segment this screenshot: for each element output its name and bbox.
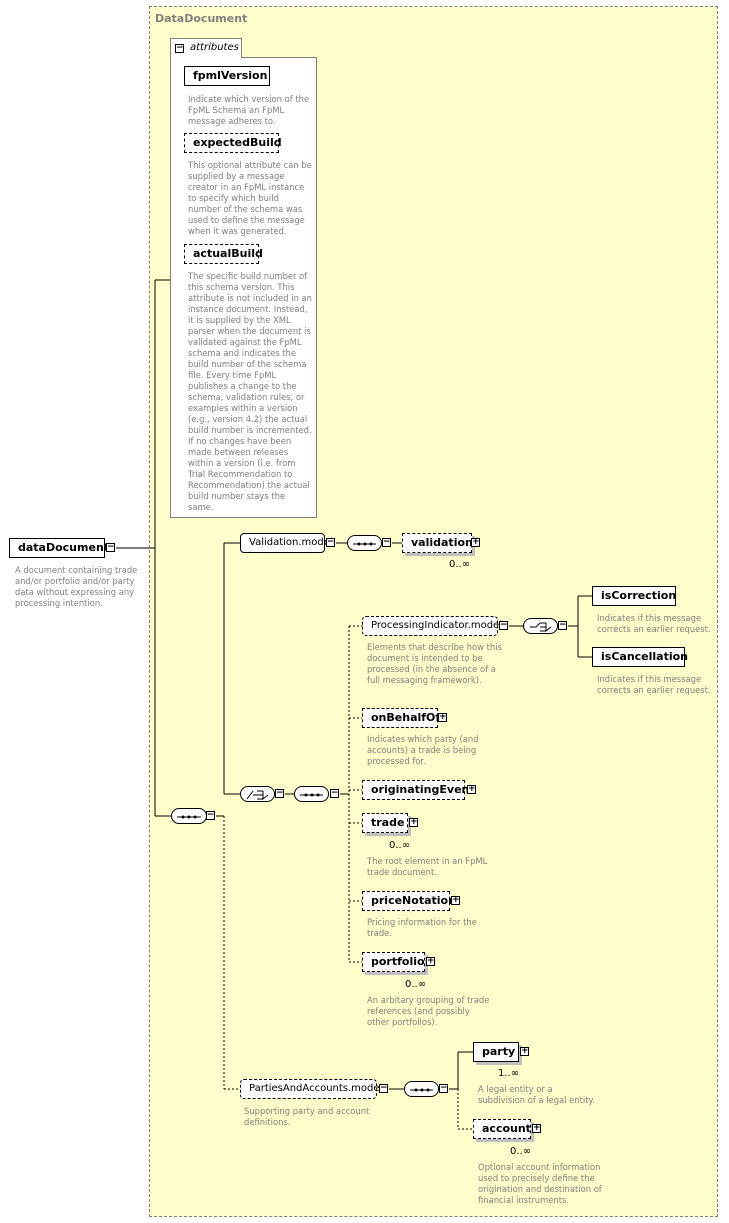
is-correction-doc: Indicates if this message corrects an ea… bbox=[597, 613, 711, 634]
sequence-compositor-icon[interactable] bbox=[171, 808, 207, 824]
expand-icon[interactable]: + bbox=[532, 1123, 541, 1133]
expand-icon[interactable]: + bbox=[426, 956, 435, 966]
attribute-expectedbuild[interactable]: expectedBuild bbox=[184, 133, 282, 153]
is-cancellation-doc: Indicates if this message corrects an ea… bbox=[597, 674, 711, 695]
parties-and-accounts-doc: Supporting party and account definitions… bbox=[244, 1106, 370, 1127]
trade-occurs: 0..∞ bbox=[389, 840, 411, 851]
is-correction-element[interactable]: isCorrection bbox=[592, 586, 676, 606]
collapse-icon[interactable]: − bbox=[382, 537, 391, 547]
collapse-icon[interactable]: − bbox=[106, 542, 115, 552]
party-element[interactable]: party bbox=[473, 1042, 519, 1062]
collapse-icon[interactable]: − bbox=[499, 620, 508, 630]
collapse-icon[interactable]: − bbox=[175, 43, 184, 53]
collapse-icon[interactable]: − bbox=[379, 1083, 388, 1093]
sequence-compositor-icon[interactable] bbox=[294, 786, 329, 802]
collapse-icon[interactable]: − bbox=[206, 810, 215, 820]
attribute-actualbuild-doc: The specific build number of this schema… bbox=[188, 271, 312, 512]
on-behalf-of-doc: Indicates which party (and accounts) a t… bbox=[367, 734, 479, 766]
collapse-icon[interactable]: − bbox=[558, 620, 567, 630]
attribute-expectedbuild-doc: This optional attribute can be supplied … bbox=[188, 160, 312, 236]
sequence-dots-icon bbox=[300, 793, 323, 797]
sequence-compositor-icon[interactable] bbox=[404, 1081, 439, 1097]
collapse-icon[interactable]: − bbox=[330, 788, 339, 798]
collapse-icon[interactable]: − bbox=[439, 1083, 448, 1093]
on-behalf-of-element[interactable]: onBehalfOf bbox=[362, 708, 440, 728]
attribute-fpmlversion[interactable]: fpmlVersion bbox=[184, 66, 270, 86]
sequence-dots-icon bbox=[353, 542, 376, 546]
validation-element[interactable]: validation bbox=[402, 533, 473, 553]
sequence-dots-icon bbox=[410, 1088, 433, 1092]
trade-element[interactable]: trade bbox=[362, 813, 408, 833]
root-element-doc: A document containing trade and/or portf… bbox=[15, 565, 138, 608]
attribute-fpmlversion-doc: Indicate which version of the FpML Schem… bbox=[188, 94, 310, 126]
choice-glyph-icon bbox=[246, 790, 269, 801]
originating-event-element[interactable]: originatingEvent bbox=[362, 780, 475, 800]
portfolio-doc: An arbitary grouping of trade references… bbox=[367, 995, 490, 1027]
sequence-compositor-icon[interactable] bbox=[347, 535, 382, 551]
is-cancellation-element[interactable]: isCancellation bbox=[592, 647, 688, 667]
validation-occurs: 0..∞ bbox=[449, 559, 471, 570]
choice-compositor-icon[interactable] bbox=[240, 786, 275, 802]
portfolio-occurs: 0..∞ bbox=[405, 979, 427, 990]
sequence-dots-icon bbox=[177, 815, 201, 819]
account-doc: Optional account information used to pre… bbox=[478, 1162, 602, 1205]
attribute-actualbuild[interactable]: actualBuild bbox=[184, 244, 263, 264]
price-notation-doc: Pricing information for the trade. bbox=[367, 917, 477, 938]
party-doc: A legal entity or a subdivision of a leg… bbox=[478, 1084, 595, 1105]
trade-doc: The root element in an FpML trade docume… bbox=[367, 856, 488, 877]
parties-and-accounts-model-group[interactable]: PartiesAndAccounts.model bbox=[240, 1079, 382, 1099]
party-occurs: 1..∞ bbox=[498, 1068, 520, 1079]
root-element-label: dataDocument bbox=[18, 541, 110, 554]
type-box-title: DataDocument bbox=[155, 12, 248, 25]
root-element-box[interactable]: dataDocument bbox=[9, 538, 109, 558]
attributes-tab-label: attributes bbox=[190, 42, 239, 53]
expand-icon[interactable]: + bbox=[409, 817, 418, 827]
attributes-tab[interactable] bbox=[170, 38, 242, 58]
expand-icon[interactable]: + bbox=[467, 784, 476, 794]
expand-icon[interactable]: + bbox=[451, 895, 460, 905]
expand-icon[interactable]: + bbox=[438, 712, 447, 722]
account-occurs: 0..∞ bbox=[510, 1146, 532, 1157]
account-element[interactable]: account bbox=[473, 1119, 531, 1139]
portfolio-element[interactable]: portfolio bbox=[362, 952, 425, 972]
processing-indicator-doc: Elements that describe how this document… bbox=[367, 642, 502, 685]
collapse-icon[interactable]: − bbox=[326, 537, 335, 547]
choice-glyph-icon bbox=[530, 622, 552, 633]
validation-model-group[interactable]: Validation.model bbox=[240, 533, 333, 553]
choice-compositor-icon[interactable] bbox=[523, 618, 558, 634]
processing-indicator-model-group[interactable]: ProcessingIndicator.model bbox=[362, 616, 502, 636]
collapse-icon[interactable]: − bbox=[275, 788, 284, 798]
expand-icon[interactable]: + bbox=[520, 1046, 529, 1056]
price-notation-element[interactable]: priceNotation bbox=[362, 891, 456, 911]
expand-icon[interactable]: + bbox=[471, 537, 480, 547]
